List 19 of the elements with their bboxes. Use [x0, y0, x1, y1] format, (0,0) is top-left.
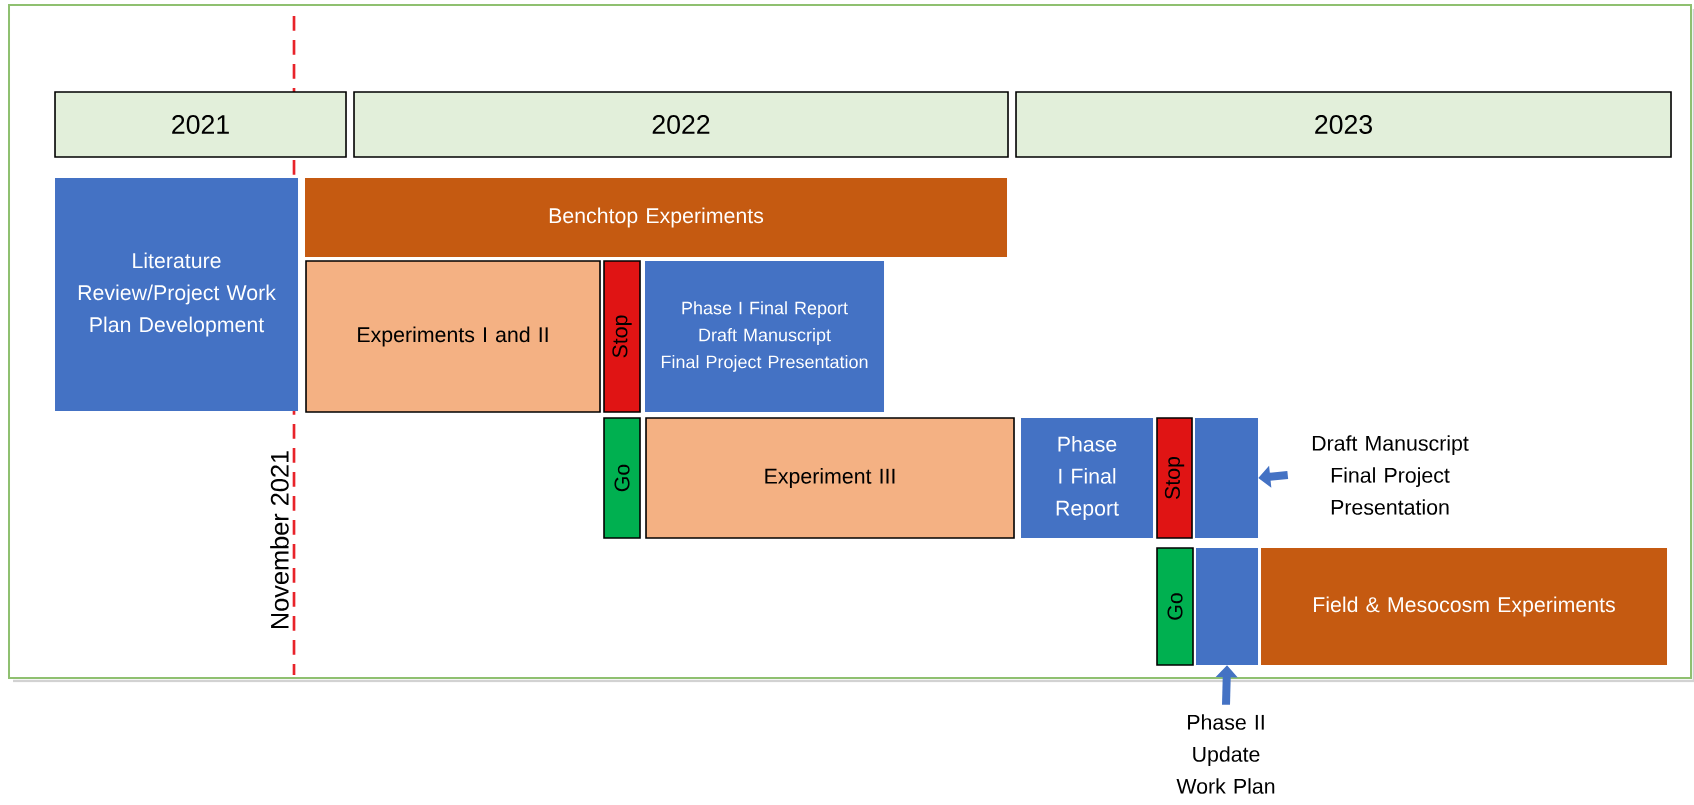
year-box: 2023: [1015, 91, 1672, 158]
note-text: Draft Manuscript Final Project Presentation: [1312, 435, 1469, 515]
task-box: Phase I Final Report Draft Manuscript Final Project Presentation: [645, 261, 884, 412]
go-box: Go: [1156, 547, 1194, 666]
task-box: Literature Review/Project Work Plan Development: [55, 178, 298, 411]
phase-bar: Field & Mesocosm Experiments: [1261, 548, 1667, 665]
phase-bar: Benchtop Experiments: [305, 178, 1007, 257]
task-box: Experiment III: [645, 417, 1015, 539]
bar-segment: [1195, 418, 1258, 538]
year-box: 2022: [353, 91, 1009, 158]
bar-segment: [1196, 548, 1258, 665]
go-box: Go: [603, 417, 641, 539]
stop-box: Stop: [603, 260, 641, 413]
note-text: Phase II Update Work Plan: [1176, 714, 1275, 794]
stop-box: Stop: [1156, 417, 1193, 539]
date-label: November 2021: [270, 451, 289, 629]
task-box: Experiments I and II: [305, 260, 601, 413]
task-box: Phase I Final Report: [1021, 418, 1153, 538]
year-box: 2021: [54, 91, 347, 158]
